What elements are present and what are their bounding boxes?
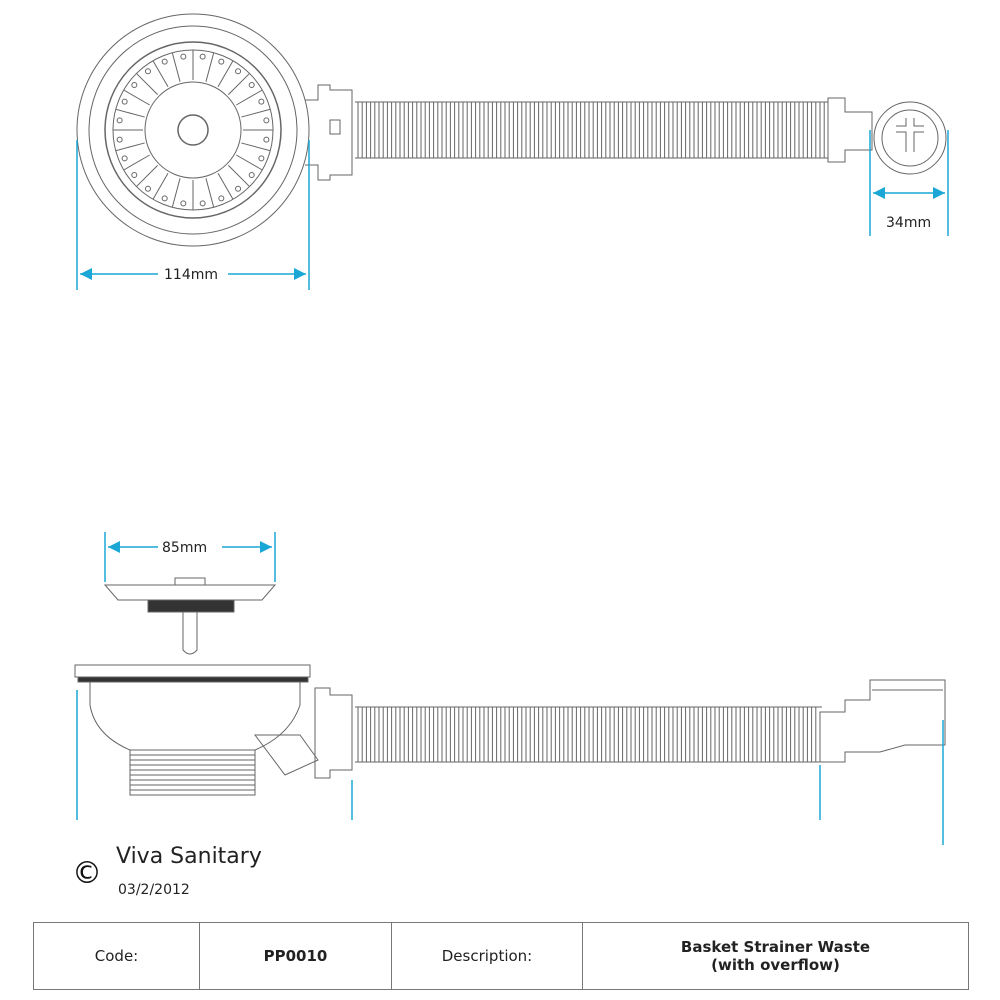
side-overflow-fitting <box>819 679 946 763</box>
side-hose-ribs <box>357 707 817 762</box>
basket-hole <box>218 195 225 202</box>
dimension-114 <box>76 140 310 290</box>
basket-hole <box>199 53 206 60</box>
basket-spoke <box>152 173 169 200</box>
basket-rim <box>104 41 282 219</box>
basket-hole <box>235 185 242 192</box>
dimension-34-label: 34mm <box>886 215 931 231</box>
basket-spoke <box>241 142 271 152</box>
brand-name: Viva Sanitary <box>116 844 262 869</box>
sink-flange-outer <box>76 13 310 247</box>
basket-hole <box>218 58 225 65</box>
basket-hole <box>258 155 265 162</box>
basket-hole <box>121 98 128 105</box>
code-value: PP0010 <box>199 922 392 990</box>
dimension-114-label: 114mm <box>164 267 218 283</box>
basket-spoke <box>236 89 263 106</box>
top-hose-ribs <box>357 102 825 158</box>
drawing-date: 03/2/2012 <box>118 882 190 898</box>
basket-hole <box>121 155 128 162</box>
overflow-cross <box>896 118 924 152</box>
basket-spoke <box>217 173 234 200</box>
basket-spoke <box>136 73 158 95</box>
basket-hole <box>131 81 138 88</box>
basket-hole <box>116 136 123 143</box>
basket-spokes <box>113 50 273 210</box>
sink-flange-inner <box>88 25 298 235</box>
outlet-spigot <box>254 734 319 776</box>
basket-spoke <box>228 165 250 187</box>
dimension-85 <box>104 532 276 582</box>
strainer-thread <box>129 749 256 796</box>
basket-hole <box>263 117 270 124</box>
sink-flange <box>74 664 311 678</box>
basket-hole <box>144 185 151 192</box>
basket-hole <box>263 136 270 143</box>
description-label: Description: <box>391 922 583 990</box>
basket-spoke <box>115 108 145 118</box>
basket-top <box>103 584 277 601</box>
basket-hole <box>116 117 123 124</box>
sink-flange-seal <box>77 676 309 683</box>
basket-spoke <box>123 89 150 106</box>
overflow-inner <box>881 109 939 167</box>
code-label: Code: <box>33 922 200 990</box>
basket-hole <box>180 200 187 207</box>
basket-hole <box>180 53 187 60</box>
basket-seal <box>147 599 235 613</box>
basket-spoke <box>217 60 234 87</box>
basket-stem <box>182 612 198 655</box>
description-line1: Basket Strainer Waste <box>680 938 871 956</box>
top-connector-tab <box>329 119 341 135</box>
description-value: Basket Strainer Waste(with overflow) <box>582 922 969 990</box>
dimension-85-label: 85mm <box>162 540 207 556</box>
basket-spoke <box>205 178 215 208</box>
basket-hub <box>177 114 209 146</box>
overflow-outer <box>873 101 947 175</box>
basket-hole <box>131 172 138 179</box>
basket-hole <box>248 172 255 179</box>
basket-spoke <box>152 60 169 87</box>
basket-hole <box>258 98 265 105</box>
basket-hole <box>161 58 168 65</box>
basket-hole <box>235 68 242 75</box>
title-block: Code: PP0010 Description: Basket Straine… <box>33 922 969 990</box>
copyright-symbol: © <box>72 856 102 891</box>
basket-spoke <box>236 154 263 171</box>
basket-hole <box>144 68 151 75</box>
basket-hole <box>248 81 255 88</box>
side-connector <box>314 687 353 779</box>
basket-hole <box>161 195 168 202</box>
side-view <box>74 577 946 796</box>
basket-spoke <box>136 165 158 187</box>
basket-spoke <box>228 73 250 95</box>
basket-spoke <box>241 108 271 118</box>
basket-inner-ring <box>144 81 242 179</box>
top-view <box>76 13 947 247</box>
description-line2: (with overflow) <box>711 956 840 974</box>
strainer-body <box>89 681 301 751</box>
dimension-34 <box>869 130 949 236</box>
basket-spoke <box>171 178 181 208</box>
basket-knob <box>174 577 206 586</box>
basket-spoke <box>205 52 215 82</box>
top-connector <box>305 84 353 181</box>
extension-lines <box>76 690 944 845</box>
basket-spoke <box>115 142 145 152</box>
basket-hole <box>199 200 206 207</box>
basket-spoke <box>171 52 181 82</box>
top-overflow-fitting <box>827 97 873 163</box>
basket-spoke <box>123 154 150 171</box>
thread-lines <box>130 754 255 791</box>
